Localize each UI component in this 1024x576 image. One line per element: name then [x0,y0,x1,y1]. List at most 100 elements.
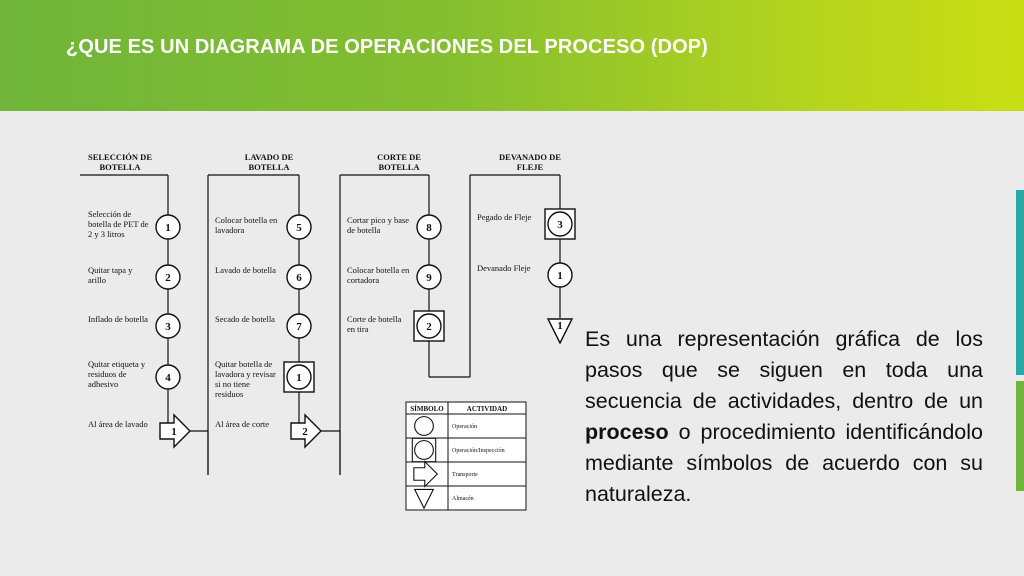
legend-symbol [413,488,435,510]
step-label: de botella [347,225,381,235]
description-text-end: o procedimiento identificándolo mediante… [585,420,983,506]
step-label: Corte de botella [347,314,402,324]
step-number: 1 [557,320,563,332]
description-bold-word: proceso [585,420,669,444]
step-label: Pegado de Fleje [477,212,532,222]
legend-symbol [411,437,437,463]
step-transport: 2 [290,413,322,449]
step-label: lavadora [215,225,244,235]
operation-circle-icon [286,364,312,390]
step-operation: 2 [155,264,181,290]
step-label: residuos de [88,369,127,379]
step-operation: 6 [286,264,312,290]
step-number: 2 [426,321,432,333]
step-number: 3 [557,219,563,231]
operation-circle-icon [286,214,312,240]
operation-circle-icon [286,313,312,339]
operation-circle-icon [416,214,442,240]
step-label: Colocar botella en [347,265,410,275]
step-label: si no tiene [215,379,250,389]
step-label: Quitar botella de [215,359,272,369]
operation-circle-icon [416,264,442,290]
step-label: Quitar etiqueta y [88,359,146,369]
step-label: botella de PET de [88,219,149,229]
step-label: Al área de corte [215,419,269,429]
step-label: Al área de lavado [88,419,148,429]
legend-combined [411,437,437,463]
accent-bar-bottom [1016,381,1024,491]
transport-arrow-icon [290,413,322,449]
legend-activity: Almacén [452,496,474,502]
step-number: 1 [171,426,177,438]
step-combined: 2 [413,310,445,342]
column-header: BOTELLA [248,162,290,172]
step-number: 1 [557,270,563,282]
step-label: Devanado Fleje [477,263,531,273]
accent-bar-top [1016,190,1024,375]
step-combined: 1 [283,361,315,393]
step-number: 5 [296,222,302,234]
legend-symbol [413,460,439,488]
step-number: 2 [165,272,171,284]
operation-circle-icon [155,214,181,240]
step-label: Colocar botella en [215,215,278,225]
operation-circle-icon [155,313,181,339]
step-label: residuos [215,389,243,399]
step-number: 2 [302,426,308,438]
step-operation: 8 [416,214,442,240]
step-operation: 7 [286,313,312,339]
step-operation: 4 [155,364,181,390]
step-number: 8 [426,222,432,234]
step-label: arillo [88,275,106,285]
column-header: DEVANADO DE [499,152,561,162]
step-operation: 9 [416,264,442,290]
legend-storage [413,488,435,510]
step-storage: 1 [546,318,574,345]
step-label: 2 y 3 litros [88,229,125,239]
slide-title: ¿QUE ES UN DIAGRAMA DE OPERACIONES DEL P… [66,36,708,58]
description-text-start: Es una representación gráfica de los pas… [585,327,983,413]
column-header: SELECCIÓN DE [88,152,152,162]
operation-circle-icon [416,313,442,339]
step-label: lavadora y revisar [215,369,276,379]
step-number: 7 [296,321,302,333]
title-bar: ¿QUE ES UN DIAGRAMA DE OPERACIONES DEL P… [0,0,1024,111]
column-header: CORTE DE [377,152,421,162]
slide-description: Es una representación gráfica de los pas… [585,324,983,510]
operation-circle-icon [155,364,181,390]
legend-header: SÍMBOLO [410,405,444,413]
step-number: 1 [296,372,302,384]
column-header: FLEJE [517,162,544,172]
step-operation: 1 [155,214,181,240]
operation-circle-icon [414,416,434,436]
step-label: Secado de botella [215,314,275,324]
transport-arrow-icon [159,413,191,449]
step-number: 4 [165,372,171,384]
storage-triangle-icon [546,318,574,345]
step-operation: 1 [547,262,573,288]
operation-circle-icon [547,262,573,288]
step-label: Selección de [88,209,131,219]
step-transport: 1 [159,413,191,449]
step-combined: 3 [544,208,576,240]
step-label: adhesivo [88,379,118,389]
legend-activity: Operación/Inspección [452,448,505,454]
transport-arrow-icon [413,460,439,488]
storage-triangle-icon [413,488,435,510]
column-header: BOTELLA [99,162,141,172]
operation-circle-icon [414,440,434,460]
legend-header: ACTIVIDAD [467,405,507,413]
step-label: Quitar tapa y [88,265,133,275]
step-number: 1 [165,222,171,234]
step-number: 3 [165,321,171,333]
legend-symbol [414,416,434,436]
column-header: BOTELLA [378,162,420,172]
operation-circle-icon [286,264,312,290]
legend-activity: Operación [452,424,477,430]
step-operation: 3 [155,313,181,339]
column-header: LAVADO DE [245,152,294,162]
step-label: en tira [347,324,369,334]
step-label: Lavado de botella [215,265,276,275]
